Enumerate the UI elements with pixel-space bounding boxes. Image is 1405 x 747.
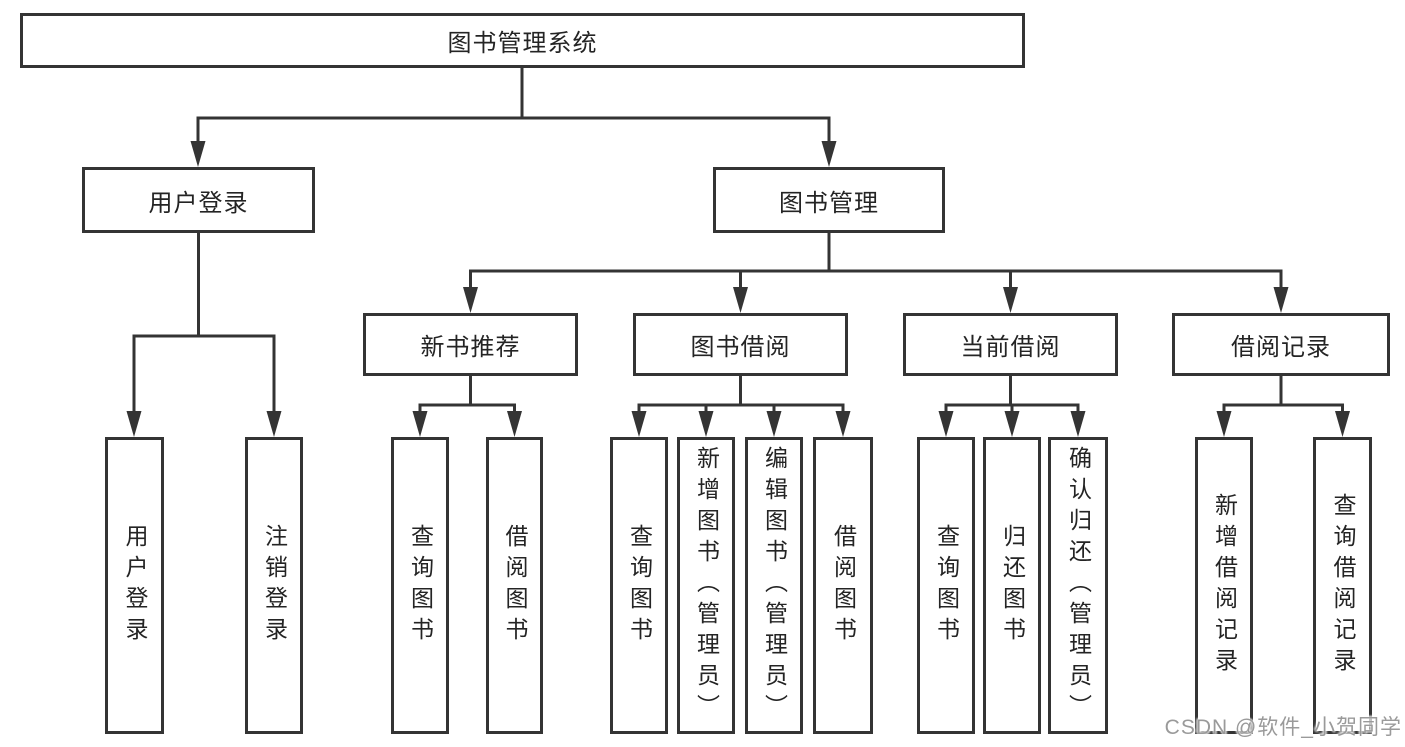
node-new-book-recommend: 新书推荐 (363, 313, 578, 376)
leaf-label: 查询图书 (407, 523, 434, 648)
leaf-label: 借阅图书 (502, 523, 528, 648)
leaf-query-books-borrow: 查询图书 (610, 437, 668, 734)
node-label: 图书管理系统 (447, 30, 598, 57)
leaf-label: 查询借阅记录 (1330, 492, 1356, 679)
node-label: 新书推荐 (420, 334, 521, 361)
leaf-query-books-current: 查询图书 (917, 437, 975, 734)
node-library-management-system: 图书管理系统 (20, 13, 1025, 68)
leaf-label: 用户登录 (122, 523, 148, 648)
node-label: 图书管理 (779, 189, 879, 217)
node-label: 当前借阅 (960, 334, 1061, 361)
leaf-label: 归还图书 (999, 523, 1026, 648)
leaf-borrow-books: 借阅图书 (813, 437, 873, 734)
node-label: 图书借阅 (690, 334, 791, 361)
leaf-user-login: 用户登录 (105, 437, 164, 734)
node-book-management: 图书管理 (713, 167, 945, 233)
node-label: 借阅记录 (1231, 334, 1331, 361)
leaf-edit-books-admin: 编辑图书（管理员） (745, 437, 803, 734)
node-user-login: 用户登录 (82, 167, 315, 233)
leaf-query-borrow-record: 查询借阅记录 (1313, 437, 1372, 734)
node-label: 用户登录 (148, 189, 249, 217)
leaf-add-books-admin: 新增图书（管理员） (677, 437, 735, 734)
leaf-label: 查询图书 (933, 523, 960, 648)
leaf-label: 查询图书 (626, 523, 653, 648)
csdn-watermark: CSDN @软件_小贺同学 (1164, 716, 1402, 739)
leaf-label: 新增图书（管理员） (693, 446, 720, 725)
leaf-query-books-recommend: 查询图书 (391, 437, 449, 734)
node-borrow-records: 借阅记录 (1172, 313, 1390, 376)
leaf-label: 编辑图书（管理员） (761, 446, 788, 725)
node-current-borrow: 当前借阅 (903, 313, 1118, 376)
leaf-label: 确认归还（管理员） (1065, 446, 1092, 725)
leaf-label: 注销登录 (261, 523, 288, 648)
leaf-label: 新增借阅记录 (1211, 492, 1238, 679)
leaf-return-books: 归还图书 (983, 437, 1041, 734)
node-book-borrow: 图书借阅 (633, 313, 848, 376)
leaf-label: 借阅图书 (830, 523, 857, 648)
leaf-add-borrow-record: 新增借阅记录 (1195, 437, 1253, 734)
leaf-confirm-return-admin: 确认归还（管理员） (1048, 437, 1108, 734)
leaf-logout: 注销登录 (245, 437, 303, 734)
leaf-borrow-books-recommend: 借阅图书 (486, 437, 543, 734)
